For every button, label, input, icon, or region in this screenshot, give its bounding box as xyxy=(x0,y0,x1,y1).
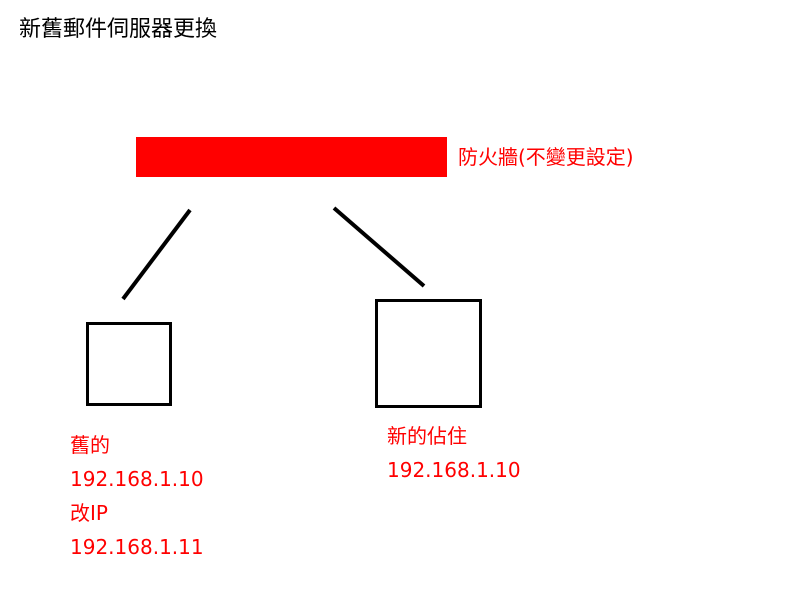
new-server-box xyxy=(375,299,482,408)
old-server-new-ip: 192.168.1.11 xyxy=(70,535,204,559)
old-server-label: 舊的 xyxy=(70,433,110,457)
line-to-old-server xyxy=(121,208,192,301)
new-server-info: 新的佔住 192.168.1.10 xyxy=(387,419,521,487)
new-server-ip: 192.168.1.10 xyxy=(387,458,521,482)
old-server-ip: 192.168.1.10 xyxy=(70,467,204,491)
firewall-label: 防火牆(不變更設定) xyxy=(458,145,634,169)
old-server-change-label: 改IP xyxy=(70,501,108,525)
old-server-box xyxy=(86,322,172,406)
old-server-info: 舊的 192.168.1.10 改IP 192.168.1.11 xyxy=(70,428,204,564)
firewall-block xyxy=(136,137,447,177)
new-server-label: 新的佔住 xyxy=(387,424,467,448)
diagram-title: 新舊郵件伺服器更換 xyxy=(19,17,218,42)
line-to-new-server xyxy=(332,206,426,288)
